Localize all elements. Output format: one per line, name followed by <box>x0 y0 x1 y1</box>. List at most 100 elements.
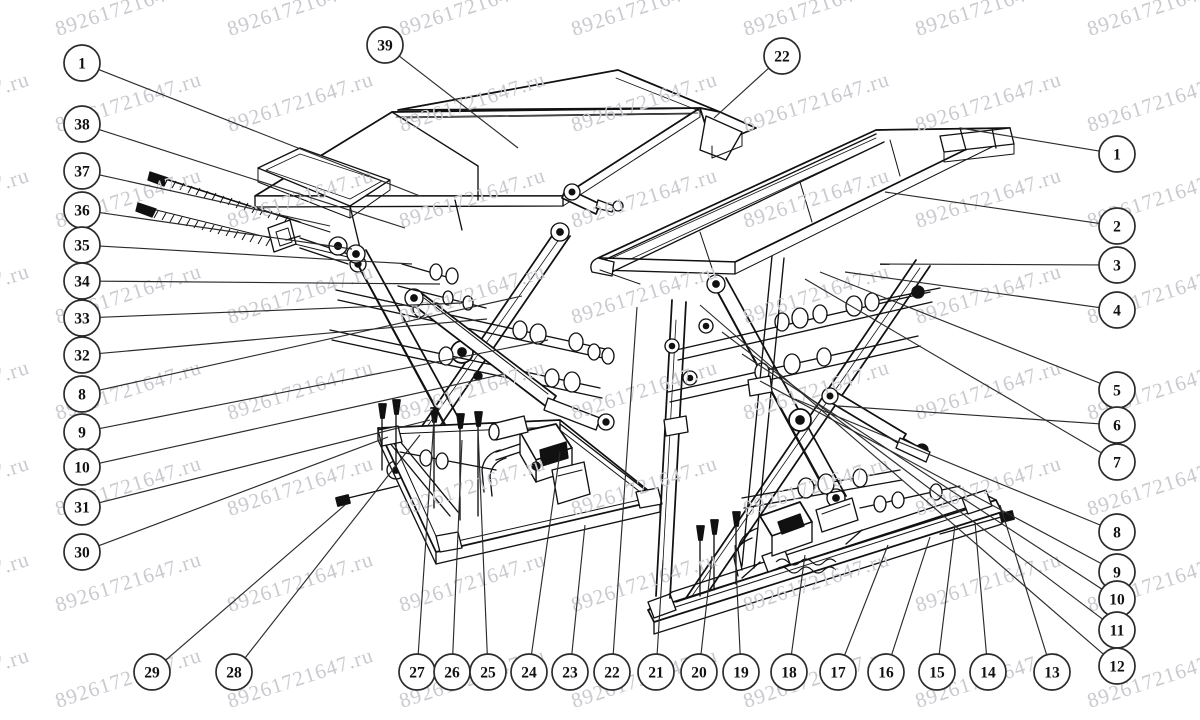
left-platform <box>135 107 701 273</box>
callout-circle[interactable] <box>63 299 101 337</box>
callout-number: 26 <box>444 665 460 682</box>
callout-38-left-column[interactable]: 38 <box>63 105 101 143</box>
callout-circle[interactable] <box>680 653 718 691</box>
callout-34-left-column[interactable]: 34 <box>63 262 101 300</box>
callout-circle[interactable] <box>969 653 1007 691</box>
callout-8-left-column[interactable]: 8 <box>63 375 101 413</box>
callout-37-left-column[interactable]: 37 <box>63 152 101 190</box>
callout-circle[interactable] <box>867 653 905 691</box>
callout-1-right-column[interactable]: 1 <box>1098 135 1136 173</box>
callout-15-bottom[interactable]: 15 <box>918 653 956 691</box>
callout-10-left-column[interactable]: 10 <box>63 448 101 486</box>
callout-circle[interactable] <box>1098 246 1136 284</box>
callout-balloons[interactable]: 1383736353433328910313039221234567891011… <box>63 26 1136 691</box>
callout-circle[interactable] <box>366 26 404 64</box>
leader-line-1 <box>959 127 1100 152</box>
callout-35-left-column[interactable]: 35 <box>63 226 101 264</box>
callout-circle[interactable] <box>63 533 101 571</box>
callout-circle[interactable] <box>1098 443 1136 481</box>
callout-8-right-column[interactable]: 8 <box>1098 513 1136 551</box>
callout-circle[interactable] <box>63 44 101 82</box>
callout-circle[interactable] <box>637 653 675 691</box>
callout-circle[interactable] <box>63 262 101 300</box>
callout-18-bottom[interactable]: 18 <box>770 653 808 691</box>
callout-20-bottom[interactable]: 20 <box>680 653 718 691</box>
callout-circle[interactable] <box>63 152 101 190</box>
callout-circle[interactable] <box>551 653 589 691</box>
callout-23-bottom[interactable]: 23 <box>551 653 589 691</box>
callout-circle[interactable] <box>722 653 760 691</box>
leader-line-4 <box>844 271 1100 309</box>
fastener-details <box>285 235 714 471</box>
callout-number: 27 <box>409 665 425 682</box>
callout-circle[interactable] <box>133 653 171 691</box>
callout-circle[interactable] <box>1098 513 1136 551</box>
leader-line-3 <box>879 263 1100 266</box>
callout-5-right-column[interactable]: 5 <box>1098 371 1136 409</box>
callout-number: 21 <box>648 665 664 682</box>
callout-27-bottom[interactable]: 27 <box>398 653 436 691</box>
leader-line-10 <box>99 373 505 464</box>
callout-16-bottom[interactable]: 16 <box>867 653 905 691</box>
callout-number: 9 <box>78 425 86 442</box>
callout-22-top[interactable]: 22 <box>763 37 801 75</box>
callout-21-bottom[interactable]: 21 <box>637 653 675 691</box>
callout-circle[interactable] <box>63 375 101 413</box>
leader-line-31 <box>99 419 431 504</box>
callout-circle[interactable] <box>1098 647 1136 685</box>
callout-circle[interactable] <box>63 448 101 486</box>
callout-circle[interactable] <box>819 653 857 691</box>
callout-39-top[interactable]: 39 <box>366 26 404 64</box>
leader-line-9 <box>759 380 1102 565</box>
callout-circle[interactable] <box>1098 207 1136 245</box>
callout-6-right-column[interactable]: 6 <box>1098 406 1136 444</box>
callout-33-left-column[interactable]: 33 <box>63 299 101 337</box>
callout-29-bottom[interactable]: 29 <box>133 653 171 691</box>
callout-22-bottom[interactable]: 22 <box>593 653 631 691</box>
callout-26-bottom[interactable]: 26 <box>433 653 471 691</box>
callout-circle[interactable] <box>215 653 253 691</box>
callout-1-left-column[interactable]: 1 <box>63 44 101 82</box>
callout-19-bottom[interactable]: 19 <box>722 653 760 691</box>
leader-line-25 <box>477 428 488 655</box>
callout-12-right-column[interactable]: 12 <box>1098 647 1136 685</box>
callout-circle[interactable] <box>510 653 548 691</box>
callout-3-right-column[interactable]: 3 <box>1098 246 1136 284</box>
callout-10-right-column[interactable]: 10 <box>1098 580 1136 618</box>
callout-circle[interactable] <box>1098 291 1136 329</box>
callout-32-left-column[interactable]: 32 <box>63 336 101 374</box>
callout-24-bottom[interactable]: 24 <box>510 653 548 691</box>
leader-line-13 <box>999 504 1048 655</box>
callout-4-right-column[interactable]: 4 <box>1098 291 1136 329</box>
callout-number: 3 <box>1113 258 1121 275</box>
leader-lines <box>98 55 1104 661</box>
callout-7-right-column[interactable]: 7 <box>1098 443 1136 481</box>
callout-number: 39 <box>377 38 393 55</box>
callout-11-right-column[interactable]: 11 <box>1098 611 1136 649</box>
callout-circle[interactable] <box>1098 406 1136 444</box>
leader-line-2 <box>884 191 1100 224</box>
callout-circle[interactable] <box>63 105 101 143</box>
callout-13-bottom[interactable]: 13 <box>1033 653 1071 691</box>
callout-31-left-column[interactable]: 31 <box>63 488 101 526</box>
callout-17-bottom[interactable]: 17 <box>819 653 857 691</box>
callout-number: 18 <box>781 665 797 682</box>
callout-circle[interactable] <box>593 653 631 691</box>
callout-2-right-column[interactable]: 2 <box>1098 207 1136 245</box>
callout-28-bottom[interactable]: 28 <box>215 653 253 691</box>
callout-9-left-column[interactable]: 9 <box>63 413 101 451</box>
callout-circle[interactable] <box>1033 653 1071 691</box>
callout-25-bottom[interactable]: 25 <box>469 653 507 691</box>
callout-36-left-column[interactable]: 36 <box>63 191 101 229</box>
callout-circle[interactable] <box>469 653 507 691</box>
callout-circle[interactable] <box>918 653 956 691</box>
callout-circle[interactable] <box>63 336 101 374</box>
callout-circle[interactable] <box>63 488 101 526</box>
callout-circle[interactable] <box>1098 135 1136 173</box>
callout-14-bottom[interactable]: 14 <box>969 653 1007 691</box>
callout-circle[interactable] <box>770 653 808 691</box>
leader-line-34 <box>99 280 441 285</box>
callout-30-left-column[interactable]: 30 <box>63 533 101 571</box>
callout-circle[interactable] <box>763 37 801 75</box>
